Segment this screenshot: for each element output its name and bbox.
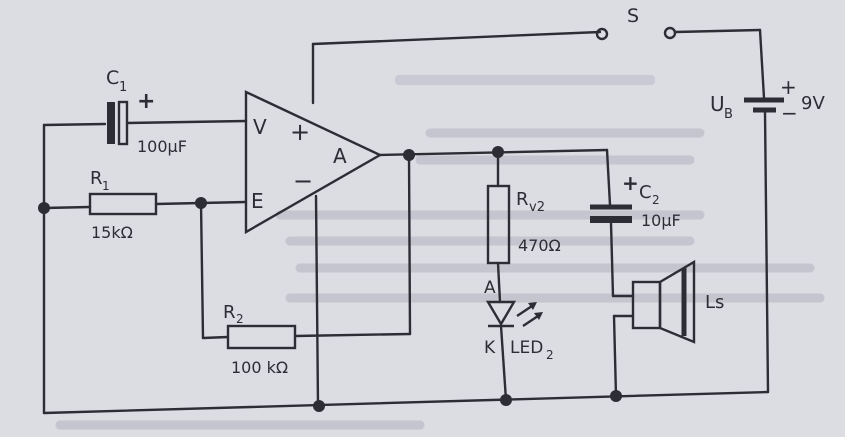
capacitor-c1 [107,100,129,146]
rv2-value: 470Ω [518,236,561,255]
opamp-v-label: V [253,115,267,139]
battery-minus: − [781,101,798,125]
c2-top-lead [605,148,612,207]
r2-value: 100 kΩ [231,358,288,377]
r1-name: R [90,168,103,189]
rv2-sub: v2 [529,200,545,215]
resistor-r1 [88,192,158,216]
top-wire-right [673,28,762,34]
rv2-name: R [516,189,529,210]
c1-name: C [106,67,119,89]
battery-name: U [710,92,725,116]
resistor-r2 [226,324,297,350]
speaker-ground-lead [612,314,618,398]
battery-plus: + [780,75,797,99]
led-sub: 2 [546,348,554,362]
c2-plus: + [622,171,639,195]
background-bleed [55,75,825,430]
led-anode-label: A [484,278,496,298]
r1-left-lead [42,205,92,210]
r2-name: R [223,302,236,323]
opamp-minus-label: − [293,167,313,195]
feedback-vertical [407,153,412,336]
battery-voltage: 9V [801,93,825,114]
right-rail-bottom [763,110,770,394]
rv2-bottom-lead [496,261,502,304]
resistor-rv2 [486,184,511,265]
c2-bottom-lead [609,221,615,298]
c2-name: C [639,182,652,203]
c1-left-lead [42,122,107,127]
opamp-ground-lead [314,194,320,408]
opamp-plus-label: + [290,118,310,146]
right-rail-top [758,28,766,100]
loudspeaker [631,259,696,344]
opamp-a-label: A [333,144,347,168]
r2-left-lead [201,335,230,340]
switch-label: S [627,5,639,27]
switch-contact-left [595,27,609,41]
speaker-label: Ls [705,292,724,313]
opamp-ground-junction [313,400,325,412]
c1-sub: 1 [119,80,127,95]
c1-right-lead [125,119,248,125]
led-ground-junction [500,394,512,406]
r1-value: 15kΩ [91,223,133,242]
opamp-e-label: E [251,189,264,213]
c2-sub: 2 [652,193,660,207]
output-junction [403,149,415,161]
c2-value: 10µF [641,211,681,230]
led-cathode-label: K [484,338,496,358]
top-wire-left [311,30,602,46]
speaker-ground-junction [610,390,622,402]
c1-value: 100µF [137,137,187,156]
led-bottom-lead [499,324,508,402]
c2-plate-bottom [590,216,632,223]
led-2 [485,300,543,328]
led-name: LED [510,338,543,358]
r2-right-lead [293,332,412,338]
c1-plus: + [137,89,155,114]
ground-rail [42,390,770,415]
switch-contact-right [663,26,677,40]
r2-left-vertical [199,201,205,340]
r2-sub: 2 [236,312,244,326]
r1-sub: 1 [102,179,110,193]
opamp-triangle [244,90,383,235]
battery-name-sub: B [724,107,733,122]
